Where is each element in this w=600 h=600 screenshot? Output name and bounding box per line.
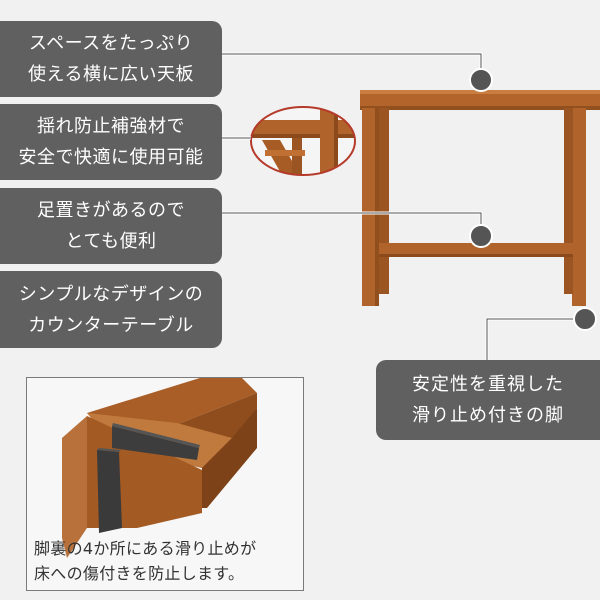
callout-dot-feet bbox=[573, 307, 597, 331]
table-leg-back-left bbox=[379, 108, 389, 294]
anti-slip-pad bbox=[112, 426, 199, 460]
callout-dot-tabletop bbox=[469, 68, 493, 92]
feature-label-line: カウンターテーブル bbox=[28, 314, 194, 336]
feature-label-line: 滑り止め付きの脚 bbox=[412, 405, 564, 426]
feature-label-tabletop: スペースをたっぷり 使える横に広い天板 bbox=[0, 21, 222, 97]
caption-line: 脚裏の4か所にある滑り止めが bbox=[34, 539, 257, 558]
caption-line: 床への傷付きを防止します。 bbox=[34, 564, 245, 583]
feature-label-footrest: 足置きがあるので とても便利 bbox=[0, 188, 222, 264]
table-leg-front-left bbox=[362, 108, 379, 306]
footrest-bar bbox=[379, 243, 573, 257]
leg-bottom-closeup bbox=[62, 378, 257, 558]
feature-label-line: 安定性を重視した bbox=[412, 374, 564, 395]
table-leg-back-right bbox=[564, 108, 573, 294]
feature-label-line: 揺れ防止補強材で bbox=[37, 116, 185, 137]
feature-label-line: 使える横に広い天板 bbox=[28, 64, 194, 85]
anti-slip-detail-panel: 脚裏の4か所にある滑り止めが 床への傷付きを防止します。 bbox=[26, 377, 304, 591]
anti-slip-caption: 脚裏の4か所にある滑り止めが 床への傷付きを防止します。 bbox=[34, 536, 256, 586]
feature-label-line: とても便利 bbox=[65, 231, 157, 252]
feature-label-line: シンプルなデザインの bbox=[18, 283, 204, 305]
feature-label-line: 足置きがあるので bbox=[37, 200, 185, 221]
feature-label-line: 安全で快適に使用可能 bbox=[18, 147, 204, 168]
brace-zoom-inset bbox=[250, 106, 356, 176]
feature-label-brace: 揺れ防止補強材で 安全で快適に使用可能 bbox=[0, 104, 222, 180]
anti-slip-pad bbox=[97, 450, 122, 533]
feature-label-design: シンプルなデザインの カウンターテーブル bbox=[0, 271, 222, 348]
feature-label-feet: 安定性を重視した 滑り止め付きの脚 bbox=[376, 360, 600, 440]
feature-label-line: スペースをたっぷり bbox=[28, 33, 194, 54]
callout-dot-footrest bbox=[469, 224, 493, 248]
table-top bbox=[360, 90, 600, 110]
table-leg-front-right bbox=[572, 108, 586, 306]
